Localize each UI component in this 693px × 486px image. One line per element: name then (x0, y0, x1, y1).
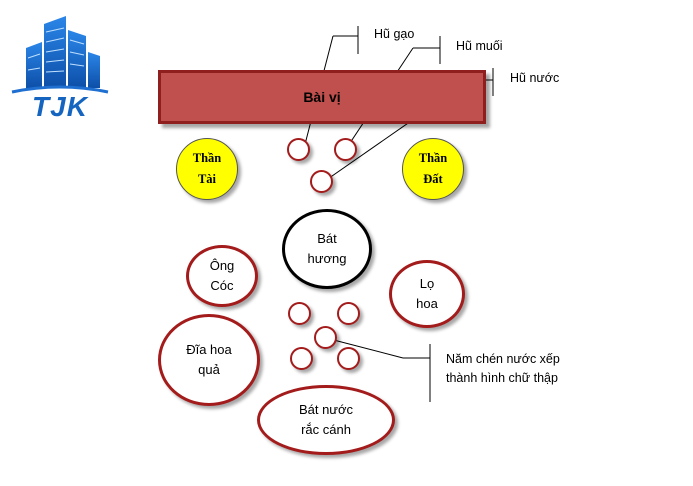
hu-nuoc-label: Hũ nước (510, 71, 560, 85)
than-dat-circle: Thần Đất (402, 138, 464, 200)
bat-huong-circle: Bát hương (282, 209, 372, 289)
dia-hoa-qua-circle: Đĩa hoa quả (158, 314, 260, 406)
chen-nuoc-cup (290, 347, 313, 370)
hu-gao-label: Hũ gạo (374, 27, 415, 41)
ong-coc-circle: Ông Cóc (186, 245, 258, 307)
lo-hoa-circle: Lọ hoa (389, 260, 465, 328)
altar-plaque: Bài vị (158, 70, 486, 124)
hu-muoi-label: Hũ muối (456, 39, 503, 53)
altar-label: Bài vị (303, 89, 341, 105)
hu-muoi-jar (334, 138, 357, 161)
nam-chen-label: Năm chén nước xếp thành hình chữ thập (446, 352, 560, 385)
hu-nuoc-jar (310, 170, 333, 193)
than-tai-circle: Thần Tài (176, 138, 238, 200)
tjk-logo: TJK (6, 8, 114, 122)
chen-nuoc-cup (337, 302, 360, 325)
hu-gao-jar (287, 138, 310, 161)
chen-nuoc-cup (288, 302, 311, 325)
bat-nuoc-rac-canh-ellipse: Bát nước rắc cánh (257, 385, 395, 455)
logo-text: TJK (32, 91, 89, 120)
chen-nuoc-cup (337, 347, 360, 370)
chen-nuoc-cup (314, 326, 337, 349)
building-logo-icon: TJK (11, 16, 109, 122)
